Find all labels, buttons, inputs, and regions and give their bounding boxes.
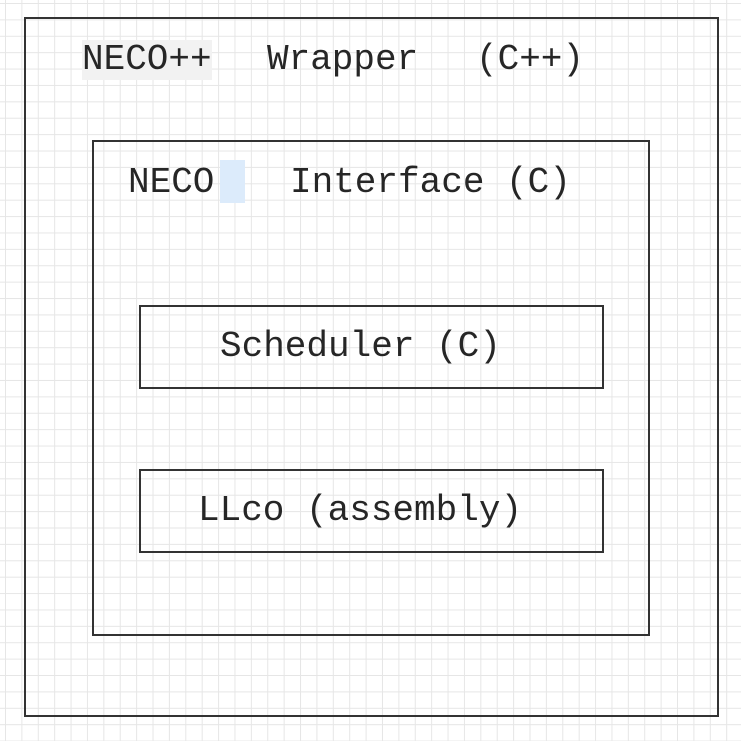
scheduler-box[interactable] xyxy=(139,305,604,389)
wrapper-title-language: (C++) xyxy=(476,39,585,80)
interface-title-neco: NECO xyxy=(128,162,215,203)
wrapper-title-wrapper: Wrapper xyxy=(267,39,419,80)
wrapper-box[interactable] xyxy=(24,17,719,717)
llco-box[interactable] xyxy=(139,469,604,553)
interface-title-interface: Interface (C) xyxy=(290,162,571,203)
text-cursor-highlight xyxy=(220,160,245,203)
interface-box[interactable] xyxy=(92,140,650,636)
scheduler-label: Scheduler (C) xyxy=(220,326,501,367)
llco-label: LLco (assembly) xyxy=(198,490,523,531)
wrapper-title-neco-plus-plus: NECO++ xyxy=(82,39,212,80)
